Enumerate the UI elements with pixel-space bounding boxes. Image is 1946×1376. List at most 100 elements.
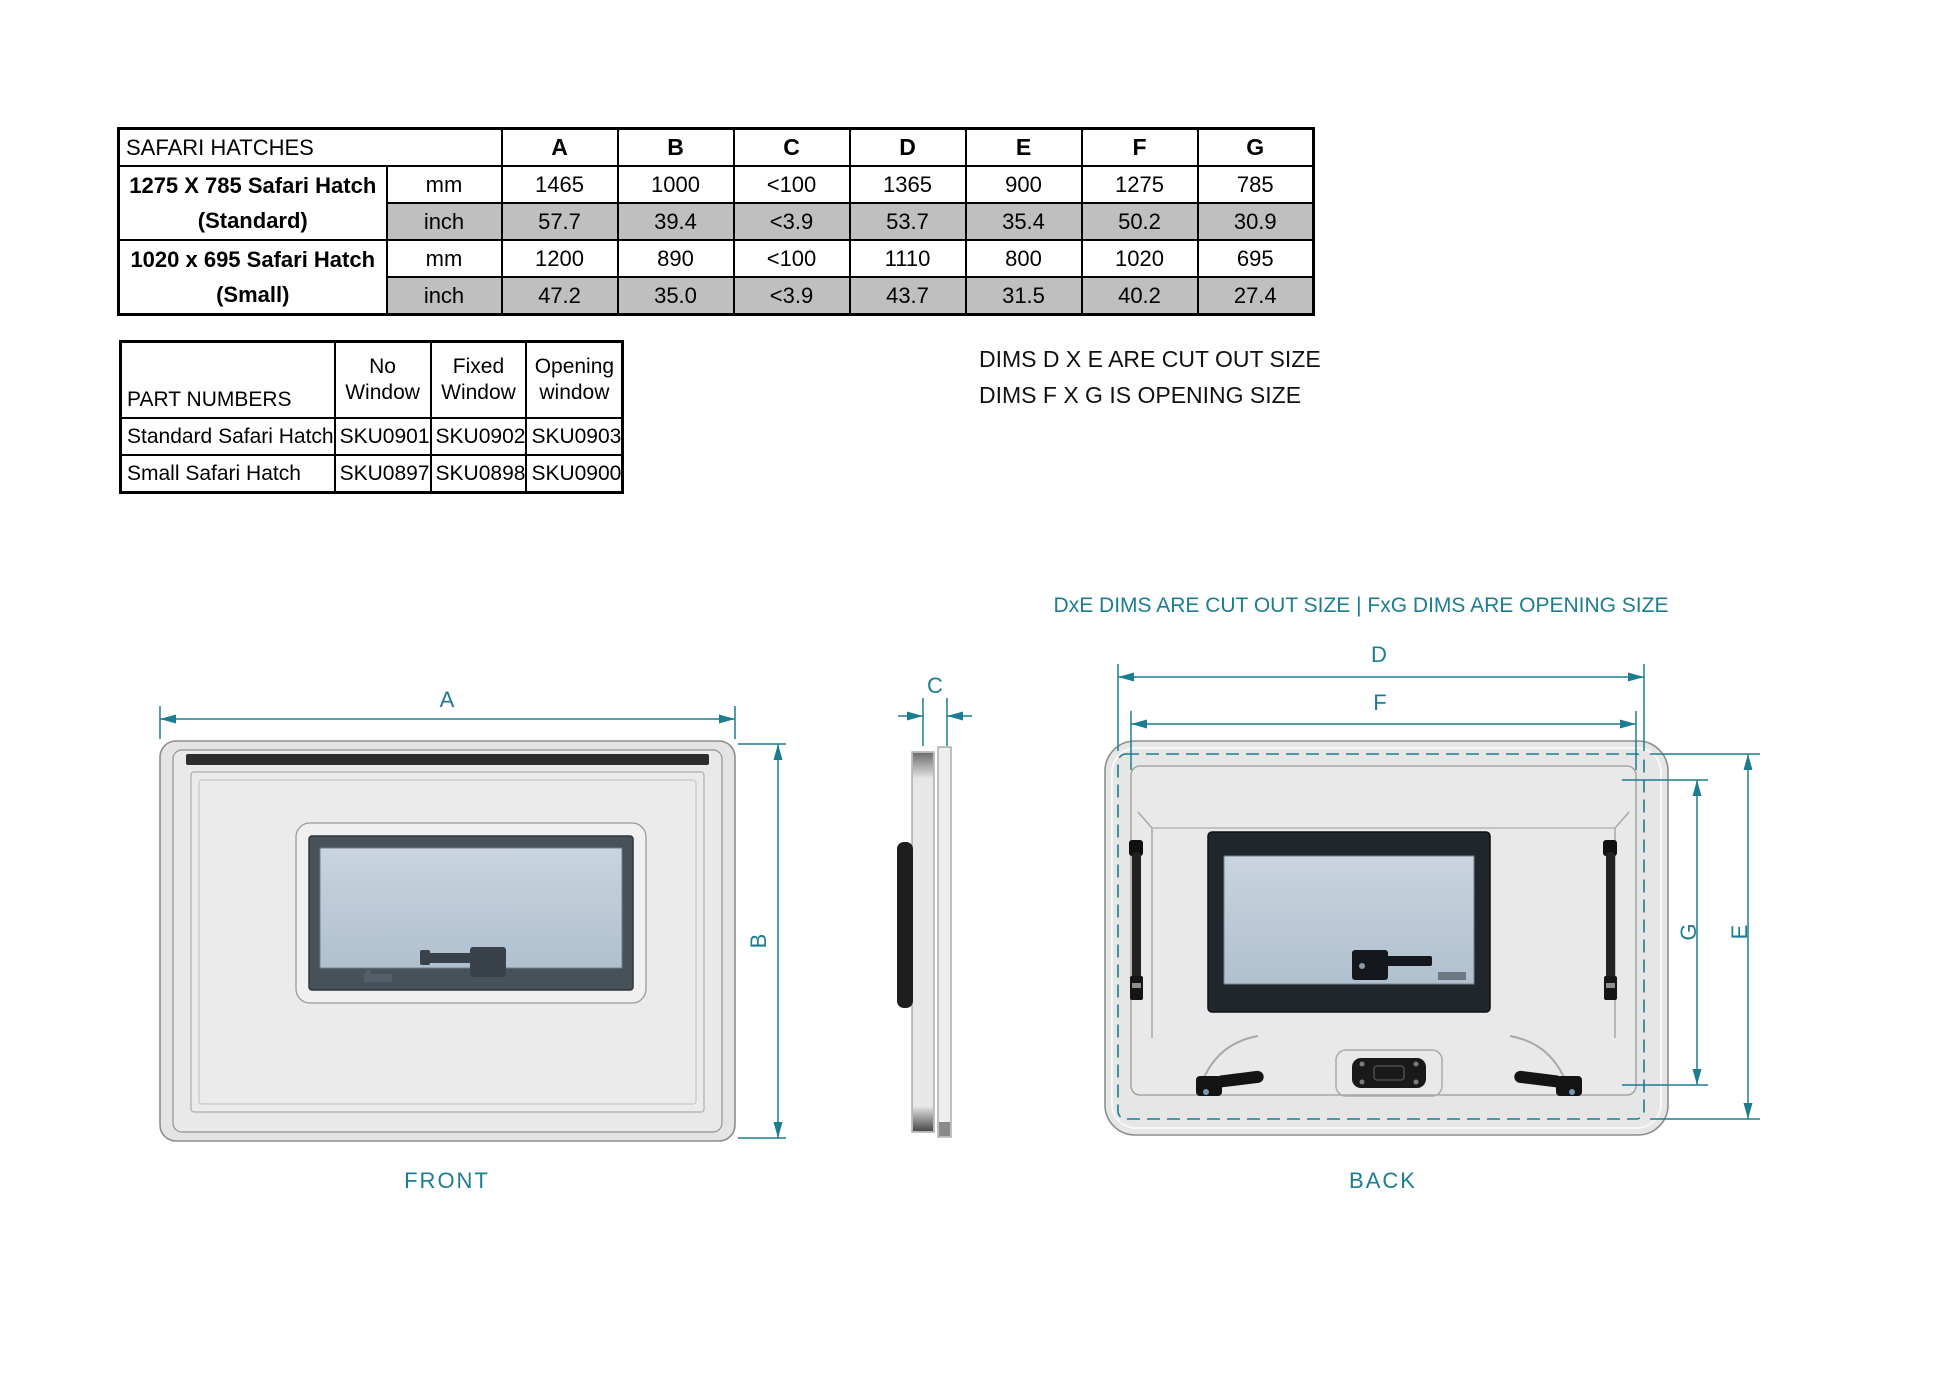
spec-cell: 27.4 xyxy=(1196,276,1315,316)
part-sku: SKU0903 xyxy=(525,417,624,456)
spec-header-row: SAFARI HATCHES A B C D E F G xyxy=(117,127,1315,167)
spec-col-header: E xyxy=(964,127,1083,167)
dim-label-a: A xyxy=(439,687,455,712)
spec-cell: <100 xyxy=(732,165,851,204)
spec-row-name-line2: (Small) xyxy=(216,282,290,307)
spec-cell: <3.9 xyxy=(732,276,851,316)
spec-row-name: 1275 X 785 Safari Hatch (Standard) xyxy=(117,165,388,241)
dim-label-g: G xyxy=(1676,923,1701,941)
dimension-lines xyxy=(159,664,1760,1139)
spec-col-header: G xyxy=(1196,127,1315,167)
unit-cell: inch xyxy=(385,276,503,316)
front-door-face-inner-line xyxy=(198,779,697,1105)
hinge-bracket-center xyxy=(1352,1058,1426,1088)
dim-label-f: F xyxy=(1373,690,1387,715)
spec-cell: 50.2 xyxy=(1080,202,1199,241)
side-window-frame-profile xyxy=(897,842,913,1008)
side-flange-tip-bottom xyxy=(939,1122,950,1136)
cutout-dashed-outline xyxy=(1117,753,1645,1120)
side-door-profile xyxy=(911,751,935,1133)
spec-cell: 40.2 xyxy=(1080,276,1199,316)
side-view-drawing xyxy=(897,746,952,1138)
spec-cell: 1200 xyxy=(500,239,619,278)
dim-g xyxy=(1622,779,1708,1086)
part-sku: SKU0902 xyxy=(429,417,528,456)
spec-cell: 900 xyxy=(964,165,1083,204)
spec-cell: 1000 xyxy=(616,165,735,204)
spec-row-name-line1: 1020 x 695 Safari Hatch xyxy=(130,247,376,272)
spec-cell: 35.0 xyxy=(616,276,735,316)
dim-d xyxy=(1117,664,1645,751)
back-brand-logo xyxy=(1438,972,1466,980)
side-flange-profile xyxy=(937,746,952,1138)
spec-col-header: C xyxy=(732,127,851,167)
dim-label-c: C xyxy=(927,673,943,698)
spec-cell: 43.7 xyxy=(848,276,967,316)
front-brand-logo xyxy=(364,970,392,982)
gas-strut-right xyxy=(1603,840,1617,1000)
part-row: Standard Safari Hatch SKU0901 SKU0902 SK… xyxy=(119,417,624,456)
front-hinge-strip xyxy=(186,754,709,765)
spec-row-name-line2: (Standard) xyxy=(197,208,308,233)
part-row-name: Small Safari Hatch xyxy=(119,454,336,494)
front-window-handle xyxy=(420,947,506,977)
spec-row-name-line1: 1275 X 785 Safari Hatch xyxy=(129,173,377,198)
unit-cell: mm xyxy=(385,165,503,204)
spec-row-small-inch: inch 47.2 35.0 <3.9 43.7 31.5 40.2 27.4 xyxy=(119,276,1315,316)
spec-cell: 695 xyxy=(1196,239,1315,278)
back-window-handle xyxy=(1352,950,1432,980)
spec-cell: 1275 xyxy=(1080,165,1199,204)
part-sku: SKU0900 xyxy=(525,454,624,494)
part-numbers-table: PART NUMBERS No Window Fixed Window Open… xyxy=(119,340,625,494)
spec-col-header: F xyxy=(1080,127,1199,167)
unit-cell: mm xyxy=(385,239,503,278)
note-line: DIMS F X G IS OPENING SIZE xyxy=(979,382,1302,408)
part-row: Small Safari Hatch SKU0897 SKU0898 SKU09… xyxy=(119,454,624,494)
spec-cell: 47.2 xyxy=(500,276,619,316)
front-view-label: FRONT xyxy=(404,1168,490,1193)
dim-b xyxy=(738,743,786,1139)
spec-cell: 57.7 xyxy=(500,202,619,241)
spec-cell: 31.5 xyxy=(964,276,1083,316)
spec-cell: 53.7 xyxy=(848,202,967,241)
spec-cell: <100 xyxy=(732,239,851,278)
back-view-label: BACK xyxy=(1349,1168,1417,1193)
back-window-glass xyxy=(1223,855,1475,985)
part-col-header: No Window xyxy=(333,340,432,419)
spec-table: SAFARI HATCHES A B C D E F G 1275 X 785 … xyxy=(117,127,1315,316)
spec-cell: 1365 xyxy=(848,165,967,204)
front-view-drawing xyxy=(159,740,736,1142)
part-row-name: Standard Safari Hatch xyxy=(119,417,336,456)
note-line: DIMS D X E ARE CUT OUT SIZE xyxy=(979,346,1321,372)
dim-label-b: B xyxy=(746,933,771,949)
back-flange-highlight xyxy=(1111,747,1662,1129)
spec-cell: 785 xyxy=(1196,165,1315,204)
cutout-annotation: DxE DIMS ARE CUT OUT SIZE | FxG DIMS ARE… xyxy=(1053,594,1669,617)
spec-cell: 35.4 xyxy=(964,202,1083,241)
spec-cell: 890 xyxy=(616,239,735,278)
spec-col-header: D xyxy=(848,127,967,167)
spec-cell: 39.4 xyxy=(616,202,735,241)
spec-row-small-mm: 1020 x 695 Safari Hatch (Small) mm 1200 … xyxy=(117,239,1315,316)
part-header-row: PART NUMBERS No Window Fixed Window Open… xyxy=(119,340,624,419)
part-col-header: Fixed Window xyxy=(429,340,528,419)
latch-right xyxy=(1514,1070,1582,1096)
dim-f xyxy=(1130,711,1637,770)
spec-table-title: SAFARI HATCHES xyxy=(117,127,503,167)
part-sku: SKU0898 xyxy=(429,454,528,494)
part-sku: SKU0897 xyxy=(333,454,432,494)
spec-cell: 30.9 xyxy=(1196,202,1315,241)
latch-left xyxy=(1196,1070,1264,1096)
dim-c xyxy=(898,698,972,746)
dimension-notes: DIMS D X E ARE CUT OUT SIZE DIMS F X G I… xyxy=(979,341,1321,413)
spec-row-standard-mm: 1275 X 785 Safari Hatch (Standard) mm 14… xyxy=(117,165,1315,241)
spec-cell: 1020 xyxy=(1080,239,1199,278)
spec-cell: 1465 xyxy=(500,165,619,204)
part-sku: SKU0901 xyxy=(333,417,432,456)
dim-e xyxy=(1650,753,1760,1120)
spec-cell: <3.9 xyxy=(732,202,851,241)
part-col-header: Opening window xyxy=(525,340,624,419)
part-table-title: PART NUMBERS xyxy=(119,340,336,419)
back-view-drawing xyxy=(1104,740,1669,1136)
